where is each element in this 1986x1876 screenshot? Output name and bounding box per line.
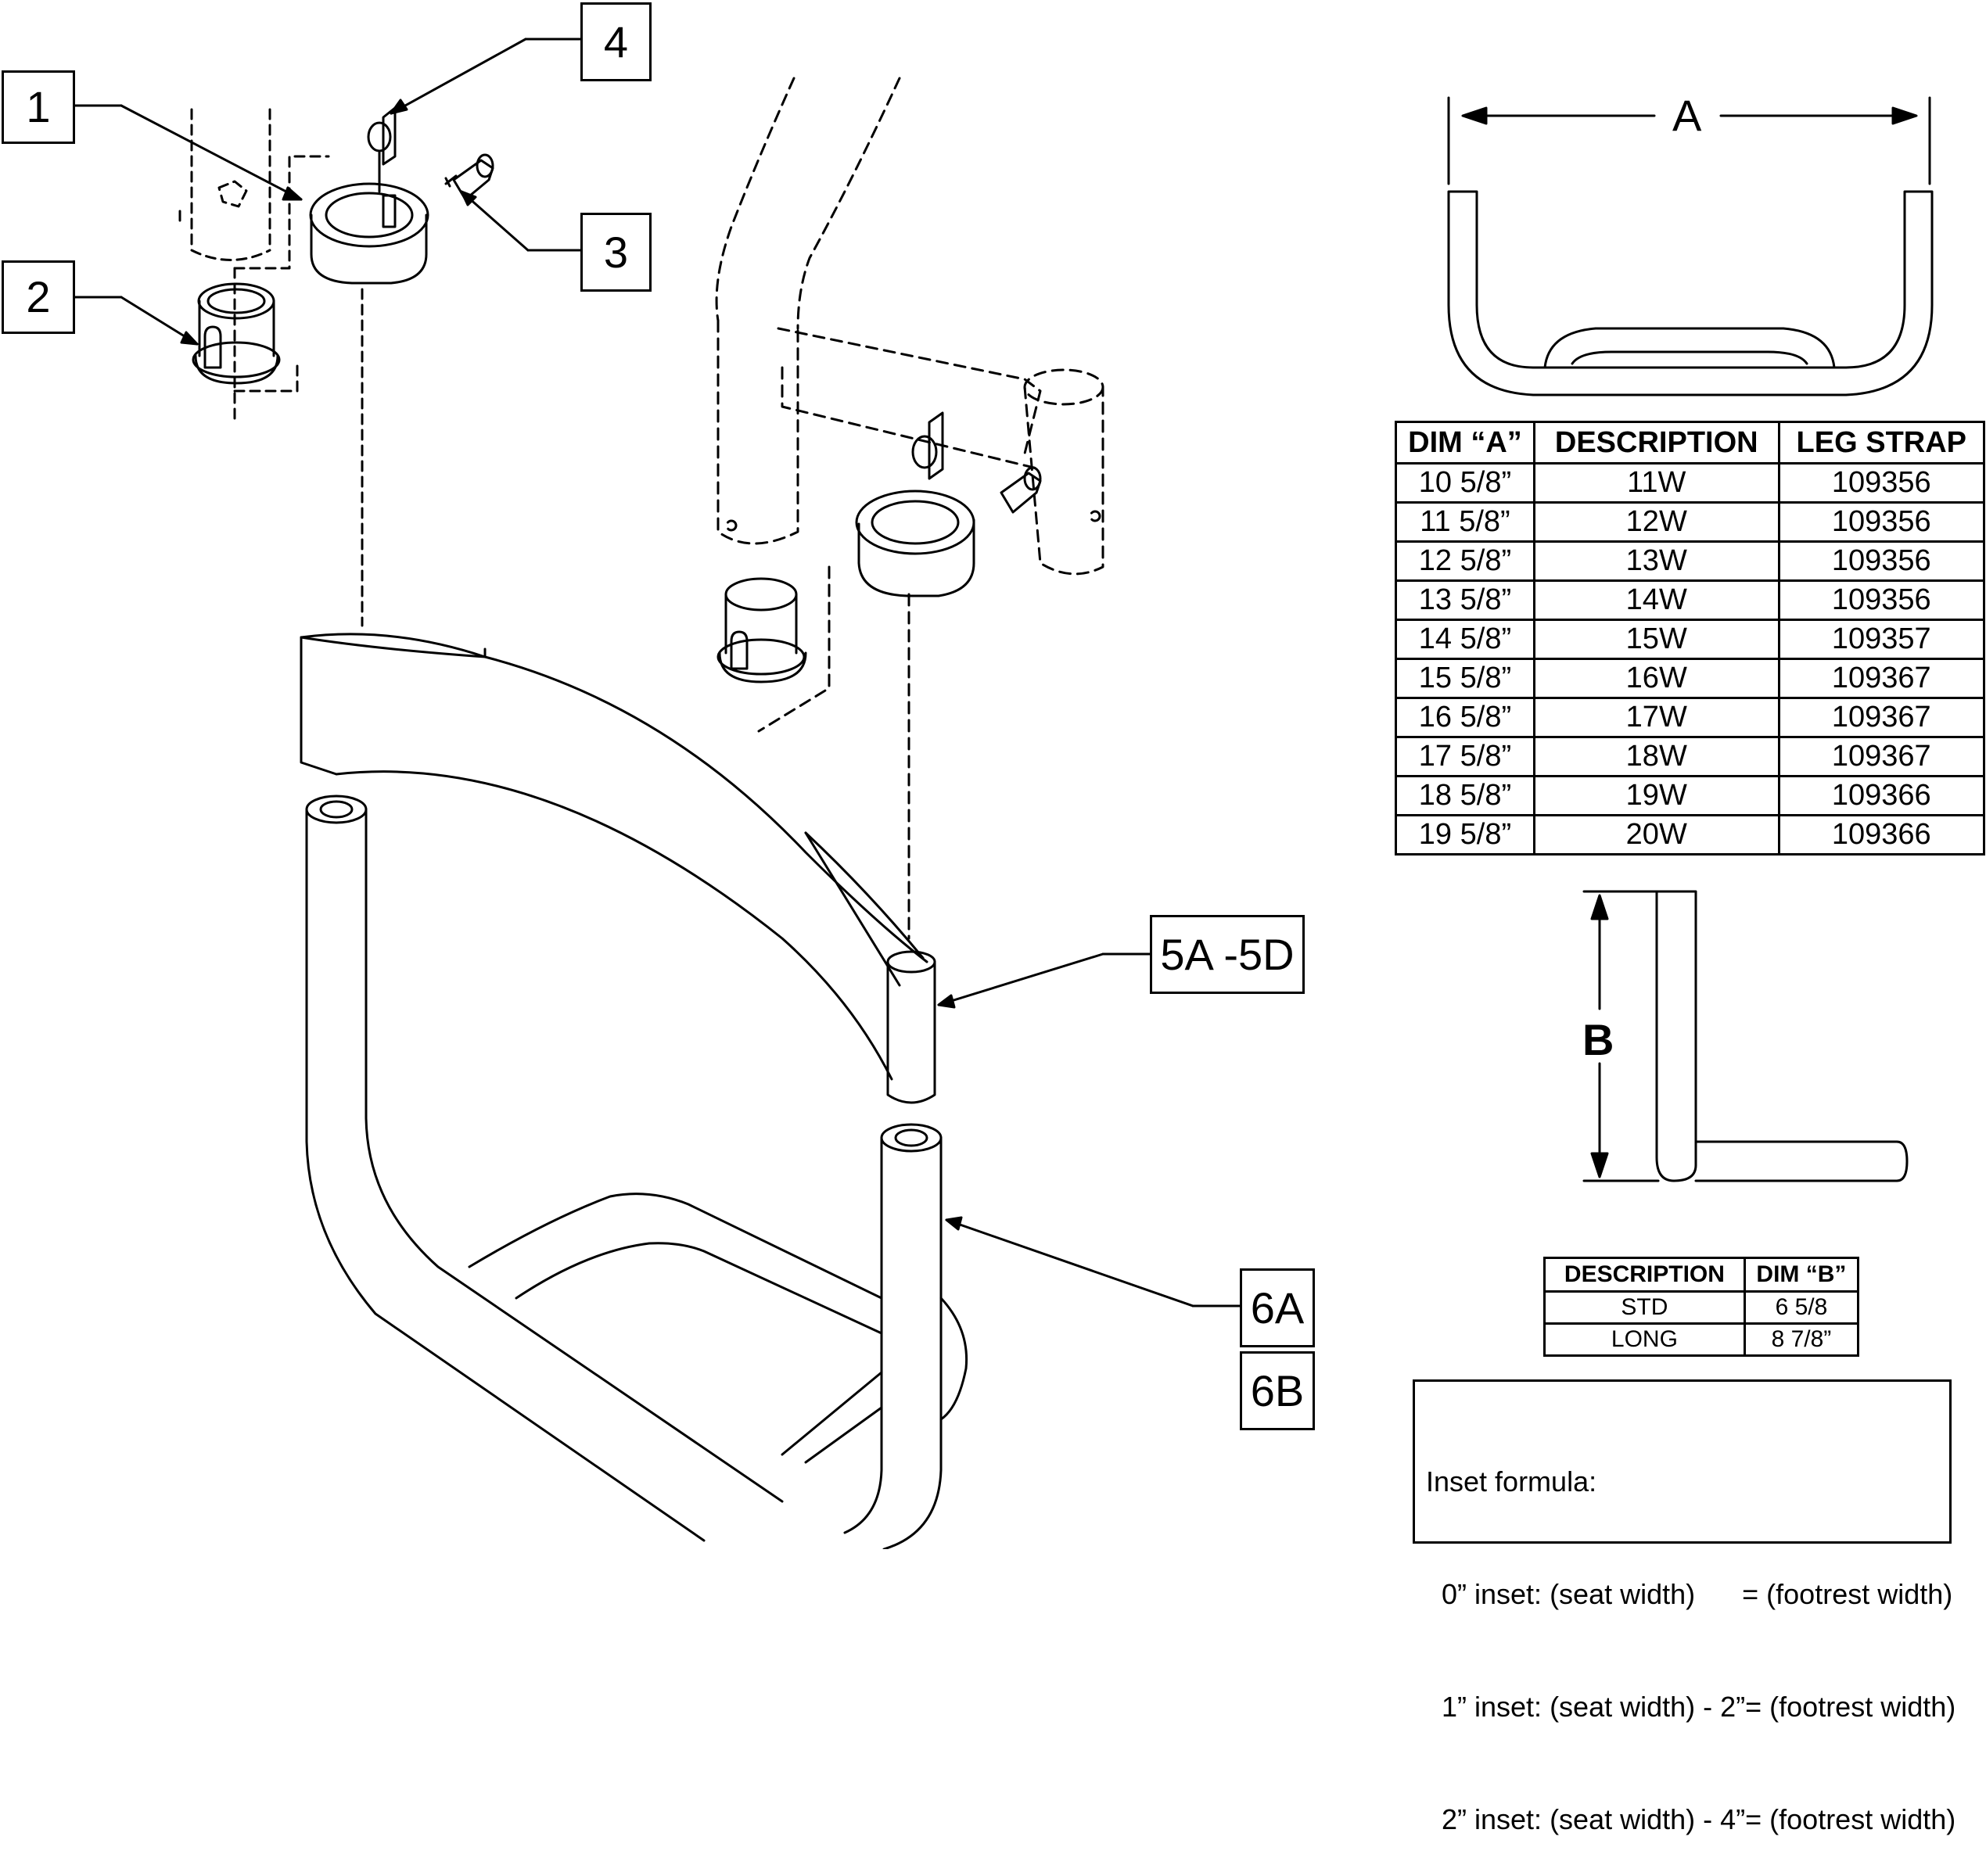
part-pin-4 [367, 106, 397, 193]
dimension-b-view [1582, 890, 1909, 1182]
cell-dim-a: 18 5/8” [1395, 775, 1535, 816]
cell-description: 13W [1532, 540, 1780, 582]
cell-leg-strap: 109356 [1777, 579, 1986, 621]
cell-leg-strap: 109356 [1777, 540, 1986, 582]
cell-leg-strap: 109367 [1777, 697, 1986, 738]
cell-description: 15W [1532, 619, 1780, 660]
cell-description: 12W [1532, 501, 1780, 543]
part-screw-3 [444, 153, 494, 201]
callout-6b: 6B [1240, 1351, 1315, 1430]
callout-3: 3 [580, 213, 652, 292]
inset-formula-line: 2” inset: (seat width) - 4”= (footrest w… [1426, 1803, 1956, 1835]
cell-dim-b: 8 7/8” [1743, 1322, 1860, 1357]
cell-description: 20W [1532, 814, 1780, 855]
col-header-dim-a: DIM “A” [1395, 421, 1535, 465]
cell-description: 17W [1532, 697, 1780, 738]
callout-1: 1 [2, 70, 75, 144]
callout-2: 2 [2, 260, 75, 334]
dim-label-a: A [1672, 91, 1702, 140]
cell-leg-strap: 109366 [1777, 775, 1986, 816]
cell-description: 11W [1532, 462, 1780, 504]
table-header-row: DIM “A” DESCRIPTION LEG STRAP [1395, 421, 1986, 465]
cell-dim-a: 14 5/8” [1395, 619, 1535, 660]
cell-dim-a: 16 5/8” [1395, 697, 1535, 738]
cell-leg-strap: 109356 [1777, 501, 1986, 543]
inset-formula-box: Inset formula: 0” inset: (seat width) = … [1413, 1379, 1955, 1835]
col-header-dim-b: DIM “B” [1743, 1257, 1860, 1293]
cell-description: 18W [1532, 736, 1780, 777]
hardware-detail-left [178, 106, 494, 627]
cell-leg-strap: 109366 [1777, 814, 1986, 855]
cell-description: 16W [1532, 658, 1780, 699]
cell-dim-a: 12 5/8” [1395, 540, 1535, 582]
cell-leg-strap: 109357 [1777, 619, 1986, 660]
leader-lines [73, 38, 1241, 1307]
col-header-description: DESCRIPTION [1543, 1257, 1746, 1293]
col-header-leg-strap: LEG STRAP [1777, 421, 1986, 465]
dimension-a-view [1447, 96, 1934, 396]
cell-dim-a: 13 5/8” [1395, 579, 1535, 621]
inset-formula-line: 0” inset: (seat width) = (footrest width… [1426, 1578, 1953, 1610]
cell-description: LONG [1543, 1322, 1746, 1357]
cell-leg-strap: 109356 [1777, 462, 1986, 504]
cell-dim-a: 11 5/8” [1395, 501, 1535, 543]
dim-a-table: DIM “A” DESCRIPTION LEG STRAP 10 5/8”11W… [1395, 421, 1986, 855]
col-header-description: DESCRIPTION [1532, 421, 1780, 465]
cell-leg-strap: 109367 [1777, 658, 1986, 699]
cell-dim-a: 17 5/8” [1395, 736, 1535, 777]
inset-formula-title: Inset formula: [1426, 1465, 1597, 1498]
cell-description: STD [1543, 1290, 1746, 1325]
callout-4: 4 [580, 2, 652, 81]
cell-description: 19W [1532, 775, 1780, 816]
frame-mount-center [715, 77, 1104, 940]
exploded-parts-drawing [73, 38, 1934, 1549]
footrest-hanger [300, 633, 968, 1549]
cell-dim-a: 10 5/8” [1395, 462, 1535, 504]
table-header-row: DESCRIPTION DIM “B” [1543, 1257, 1860, 1293]
cell-description: 14W [1532, 579, 1780, 621]
part-clamp-1 [309, 182, 429, 285]
cell-dim-b: 6 5/8 [1743, 1290, 1860, 1325]
callout-5a-5d: 5A -5D [1150, 915, 1305, 994]
callout-6a: 6A [1240, 1268, 1315, 1347]
cell-dim-a: 15 5/8” [1395, 658, 1535, 699]
inset-formula-line: 1” inset: (seat width) - 2”= (footrest w… [1426, 1691, 1956, 1723]
cell-leg-strap: 109367 [1777, 736, 1986, 777]
cell-dim-a: 19 5/8” [1395, 814, 1535, 855]
dim-label-b: B [1582, 1015, 1614, 1064]
part-bushing-2 [192, 282, 281, 385]
